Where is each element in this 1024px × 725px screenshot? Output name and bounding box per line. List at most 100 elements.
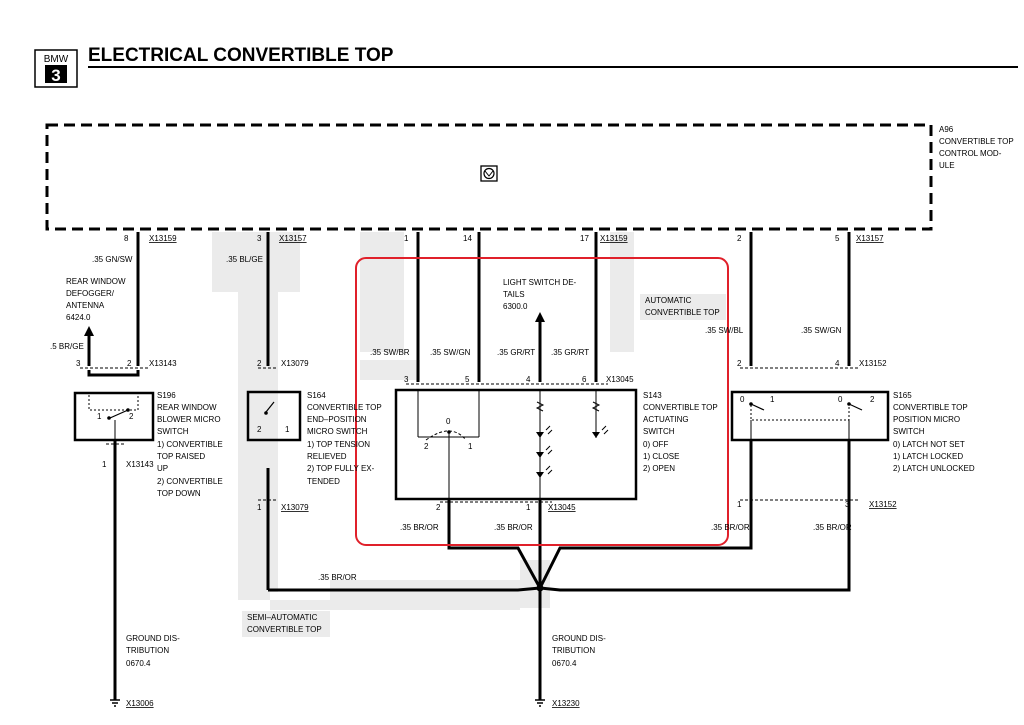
- s143-pin-0: 0: [446, 417, 451, 426]
- s165-label: 0) LATCH NOT SET: [893, 440, 965, 449]
- component-labels: REAR WINDOW DEFOGGER/ ANTENNA 6424.0 S19…: [66, 277, 975, 668]
- rear-defogger-label: DEFOGGER/: [66, 289, 115, 298]
- logo-brand: BMW: [44, 54, 69, 65]
- header: BMW 3 ELECTRICAL CONVERTIBLE TOP: [34, 45, 1018, 88]
- pin: 4: [526, 375, 531, 384]
- s196-label: BLOWER MICRO: [157, 415, 221, 424]
- pin: 6: [582, 375, 587, 384]
- s165b-pin-2: 2: [870, 395, 875, 404]
- s164-label: 2) TOP FULLY EX-: [307, 464, 375, 473]
- s143-label: CONVERTIBLE TOP: [643, 403, 718, 412]
- module-label-4: ULE: [939, 161, 955, 170]
- connector-label: X13159: [600, 234, 628, 243]
- s196-label: SWITCH: [157, 427, 189, 436]
- module-symbol: [480, 165, 498, 182]
- wire-label: .35 GR/RT: [497, 348, 535, 357]
- s196-label: TOP RAISED: [157, 452, 205, 461]
- auto-top-label: CONVERTIBLE TOP: [645, 308, 720, 317]
- connector-label: X13045: [606, 375, 634, 384]
- module-label-1: A96: [939, 125, 954, 134]
- s165a-pin-0: 0: [740, 395, 745, 404]
- s143-label: 1) CLOSE: [643, 452, 679, 461]
- wire-label: .35 BR/OR: [400, 523, 439, 532]
- s196-label: REAR WINDOW: [157, 403, 217, 412]
- light-switch-label: 6300.0: [503, 302, 528, 311]
- pin-numbers: 8 3 1 14 17 2 5 3 2 2 3 5 4 6 2 4 1 1 2 …: [76, 234, 850, 512]
- connector-label: X13006: [126, 699, 154, 708]
- pin: 5: [465, 375, 470, 384]
- s165a-pin-1: 1: [770, 395, 775, 404]
- pin: 2: [127, 359, 132, 368]
- ground-mid-label: 0670.4: [552, 659, 577, 668]
- control-module-a96: A96 CONVERTIBLE TOP CONTROL MOD- ULE: [45, 123, 1014, 231]
- pin: 17: [580, 234, 589, 243]
- s196-pin-1: 1: [97, 412, 102, 421]
- module-label-3: CONTROL MOD-: [939, 149, 1002, 158]
- connector-label: X13230: [552, 699, 580, 708]
- ground-mid-label: TRIBUTION: [552, 646, 595, 655]
- pin: 2: [257, 359, 262, 368]
- s164-label: END–POSITION: [307, 415, 367, 424]
- pin: 2: [737, 234, 742, 243]
- semi-auto-label: CONVERTIBLE TOP: [247, 625, 322, 634]
- wire-label: .35 GR/RT: [551, 348, 589, 357]
- rear-defogger-label: REAR WINDOW: [66, 277, 126, 286]
- highlight-frame: [355, 257, 729, 546]
- auto-top-label: AUTOMATIC: [645, 296, 692, 305]
- s164-label: MICRO SWITCH: [307, 427, 368, 436]
- wire-label: .35 SW/GN: [430, 348, 471, 357]
- pin: 3: [404, 375, 409, 384]
- s165-label: 1) LATCH LOCKED: [893, 452, 963, 461]
- s165-label: S165: [893, 391, 912, 400]
- s164-label: TENDED: [307, 477, 340, 486]
- connector-label: X13143: [126, 460, 154, 469]
- page-title: ELECTRICAL CONVERTIBLE TOP: [88, 45, 394, 66]
- wire-label: .35 BR/OR: [494, 523, 533, 532]
- light-switch-arrow: [535, 312, 545, 322]
- s164-label: CONVERTIBLE TOP: [307, 403, 382, 412]
- pin: 3: [845, 500, 850, 509]
- s196-label: UP: [157, 464, 168, 473]
- switch-s165: 0 1 0 2: [730, 390, 890, 442]
- wire-label: .35 BR/OR: [318, 573, 357, 582]
- wire-label: .35 BR/OR: [711, 523, 750, 532]
- s143-label: SWITCH: [643, 427, 675, 436]
- s196-label: 2) CONVERTIBLE: [157, 477, 223, 486]
- s143-pin-2: 2: [424, 442, 429, 451]
- s143-label: S143: [643, 391, 662, 400]
- s196-label: 1) CONVERTIBLE: [157, 440, 223, 449]
- pin: 3: [257, 234, 262, 243]
- variant-shading: [212, 232, 726, 637]
- s143-pin-1: 1: [468, 442, 473, 451]
- s143-label: ACTUATING: [643, 415, 689, 424]
- connector-label: X13152: [869, 500, 897, 509]
- connector-label: X13079: [281, 503, 309, 512]
- rear-defogger-label: 6424.0: [66, 313, 91, 322]
- pin: 8: [124, 234, 129, 243]
- connector-label: X13157: [279, 234, 307, 243]
- ground-left-label: TRIBUTION: [126, 646, 169, 655]
- light-switch-label: TAILS: [503, 290, 525, 299]
- rear-defogger-label: ANTENNA: [66, 301, 105, 310]
- pin: 1: [102, 460, 107, 469]
- pin: 4: [835, 359, 840, 368]
- connector-names: X13159 X13157 X13159 X13157 X13143 X1307…: [126, 234, 897, 708]
- pin: 5: [835, 234, 840, 243]
- s164-label: RELIEVED: [307, 452, 347, 461]
- wire-labels: .35 GN/SW .35 BL/GE .5 BR/GE .35 SW/BR .…: [50, 255, 852, 582]
- pin: 1: [404, 234, 409, 243]
- wire-label: .35 GN/SW: [92, 255, 133, 264]
- connector-marks: [80, 367, 860, 503]
- module-label-2: CONVERTIBLE TOP: [939, 137, 1014, 146]
- s196-label: S196: [157, 391, 176, 400]
- switch-s143: 0 2 1: [394, 388, 638, 501]
- pin: 3: [76, 359, 81, 368]
- s164-label: 1) TOP TENSION: [307, 440, 370, 449]
- connector-label: X13143: [149, 359, 177, 368]
- semi-auto-label: SEMI–AUTOMATIC: [247, 613, 318, 622]
- connector-label: X13157: [856, 234, 884, 243]
- ground-mid-label: GROUND DIS-: [552, 634, 606, 643]
- wire-label: .35 BL/GE: [226, 255, 263, 264]
- switch-s164: 2 1: [246, 390, 302, 442]
- ground-left-label: GROUND DIS-: [126, 634, 180, 643]
